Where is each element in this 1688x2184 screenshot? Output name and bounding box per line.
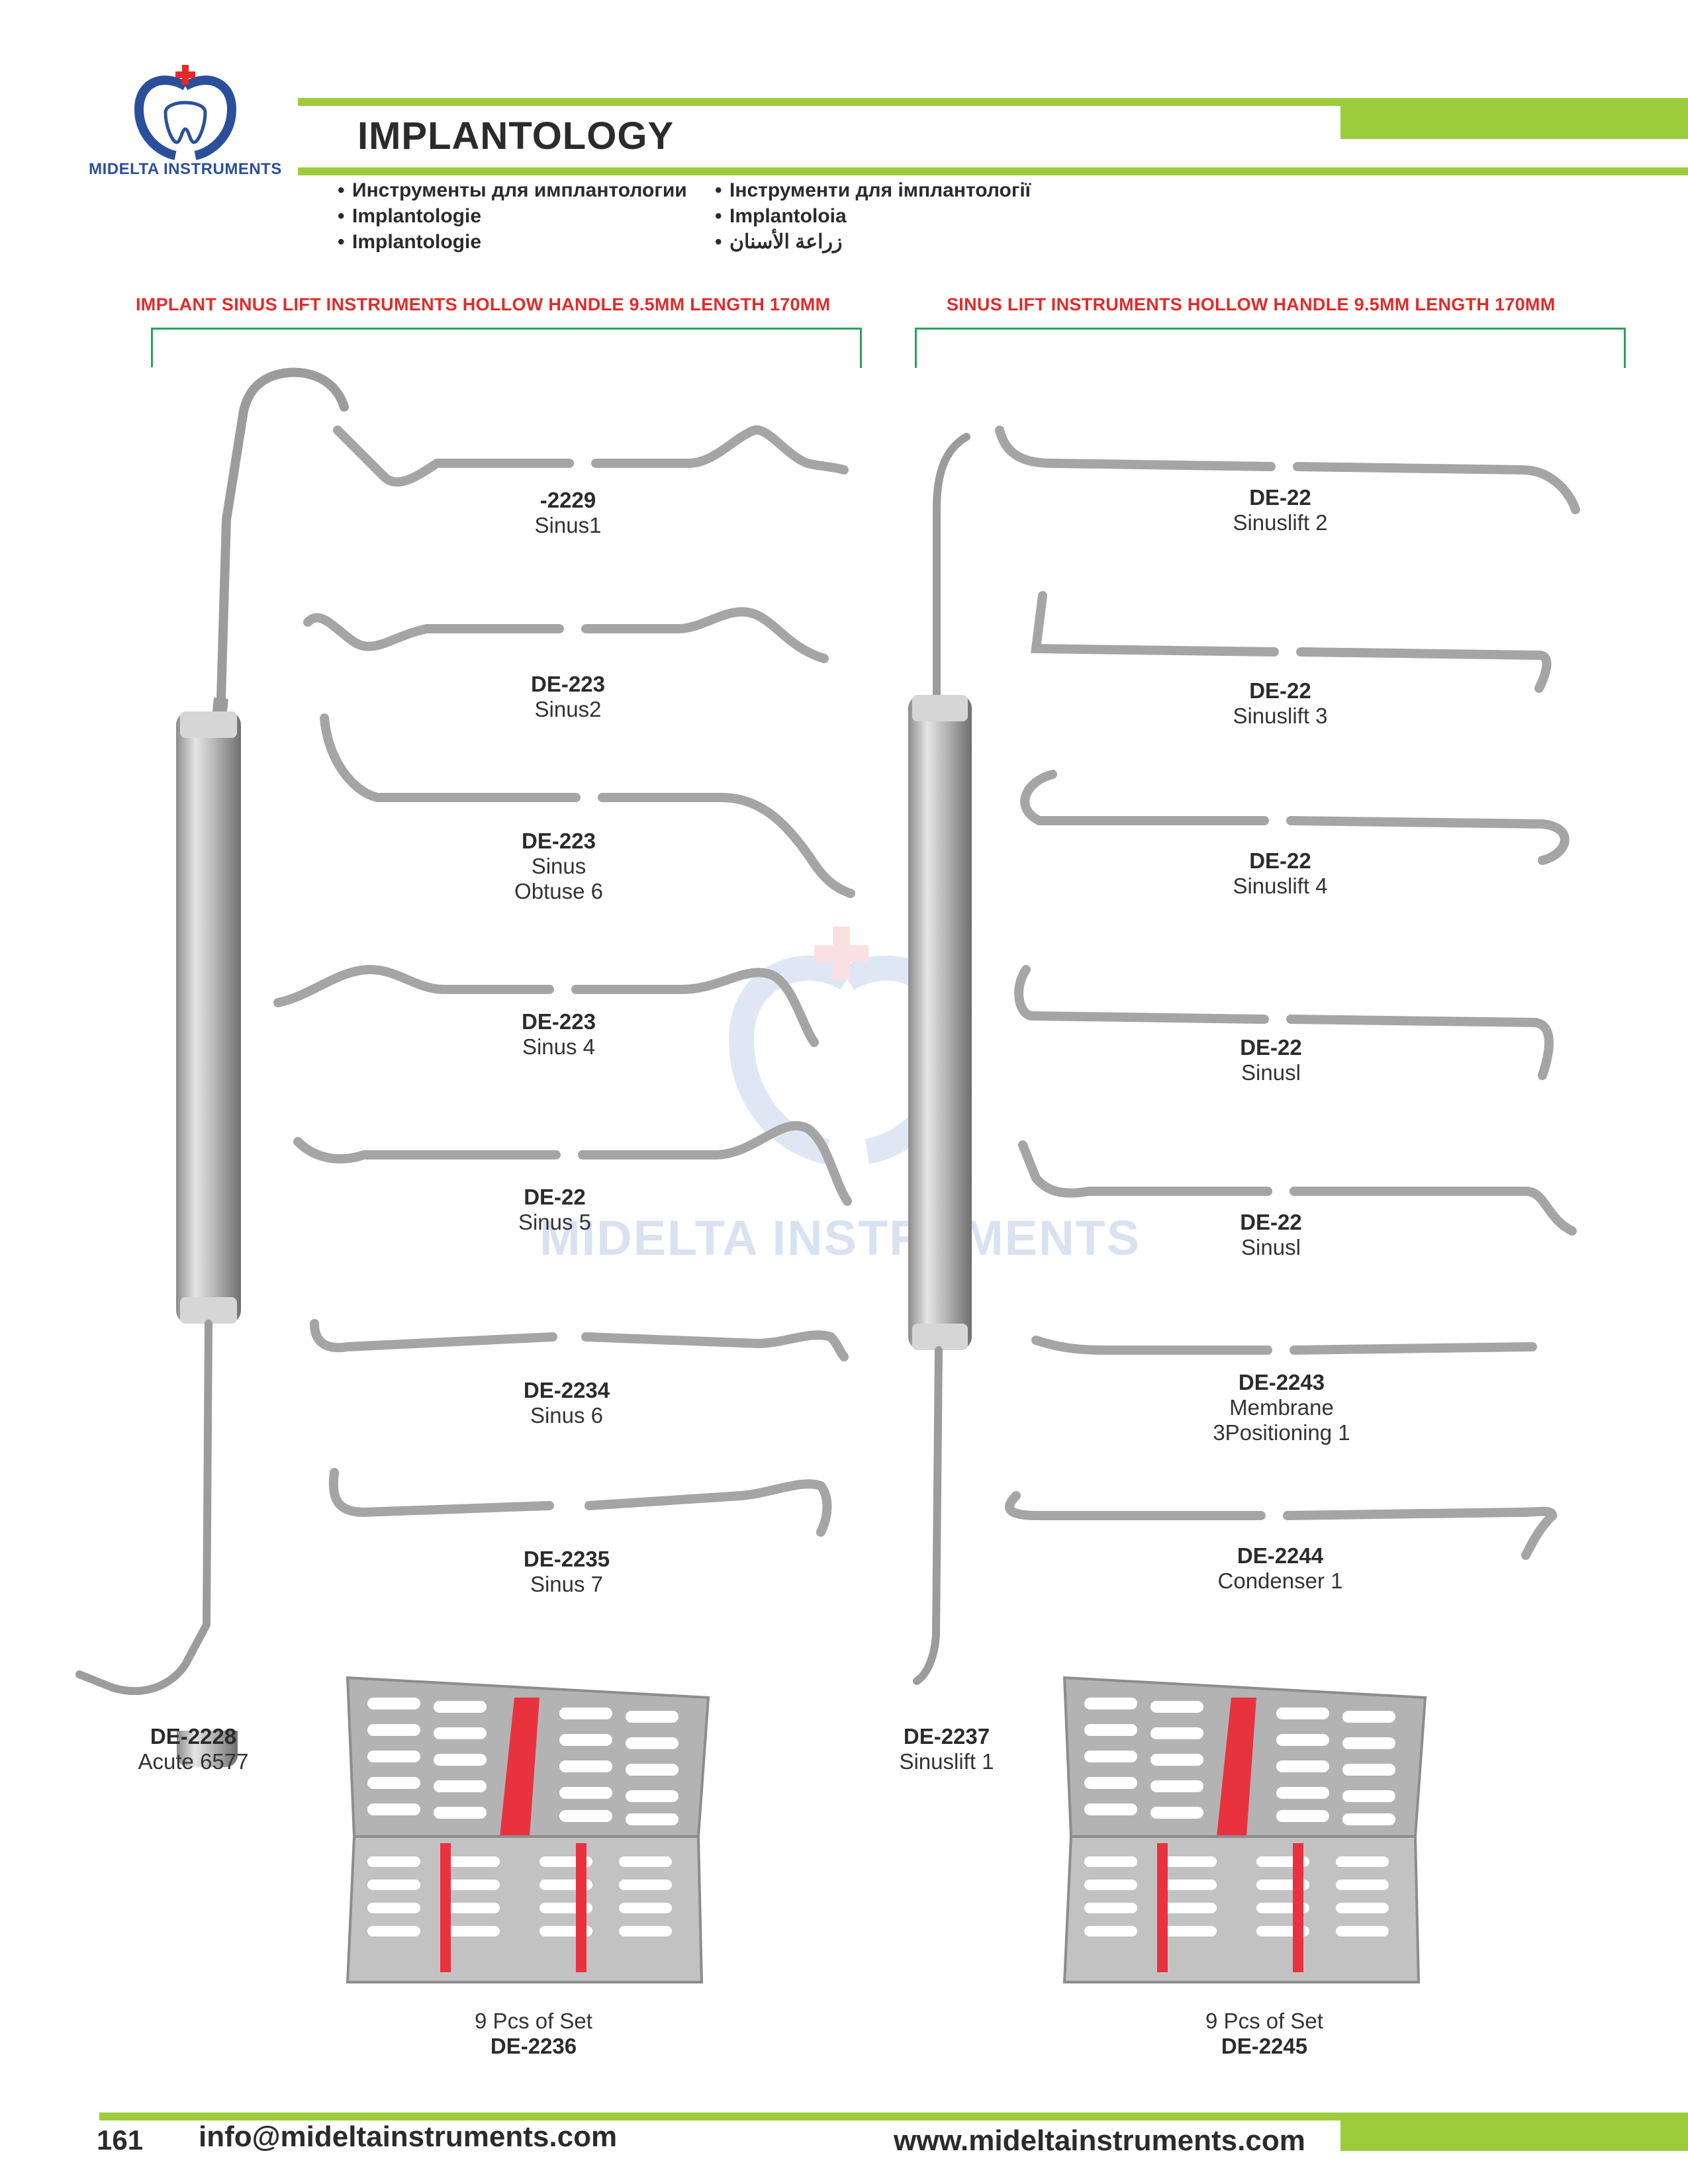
language-item: Implantologie: [338, 229, 687, 255]
set-label-right: 9 Pcs of Set DE-2245: [1165, 2009, 1364, 2059]
product-name: Sinuslift 3: [1233, 704, 1328, 728]
product-code: DE-22: [1249, 848, 1311, 873]
footer-website[interactable]: www.mideltainstruments.com: [894, 2124, 1305, 2157]
product-name: Sinus1: [534, 513, 602, 537]
product-name: Sinus2: [534, 697, 602, 721]
language-item: Implantoloia: [715, 203, 1031, 229]
product-name: Sinuslift 4: [1233, 874, 1328, 898]
product-code: DE-22: [1249, 678, 1311, 703]
product-name: Acute 6577: [138, 1749, 249, 1774]
footer-email[interactable]: info@mideltainstruments.com: [199, 2120, 618, 2153]
product-name: Sinus: [531, 854, 586, 878]
left-instrument-row-2: [303, 607, 829, 663]
product-label-large-right: DE-2237 Sinuslift 1: [847, 1724, 1046, 1774]
language-item: Інструменти для імплантології: [715, 177, 1031, 203]
large-instrument-left-drawing: [60, 367, 364, 1731]
product-label-right-2: DE-22 Sinuslift 3: [1181, 678, 1380, 729]
section-title-left: IMPLANT SINUS LIFT INSTRUMENTS HOLLOW HA…: [136, 295, 831, 314]
section-bracket-right: [915, 328, 1626, 368]
product-code: DE-22: [1240, 1035, 1302, 1060]
product-name: Sinus 4: [522, 1034, 596, 1059]
product-name: Sinuslift 1: [899, 1749, 994, 1774]
header-bottom-bar: [298, 167, 1688, 175]
product-code: DE-22: [1249, 485, 1311, 510]
product-name: Sinusl: [1241, 1060, 1301, 1085]
product-code: DE-22: [524, 1185, 586, 1209]
footer-accent-block: [1340, 2113, 1688, 2151]
left-instrument-row-1: [333, 425, 849, 487]
language-item: زراعة الأسنان: [715, 229, 1031, 255]
product-name: Sinusl: [1241, 1235, 1301, 1259]
page-title: IMPLANTOLOGY: [357, 114, 675, 158]
product-label-right-3: DE-22 Sinuslift 4: [1181, 848, 1380, 899]
product-label-right-7: DE-2244 Condenser 1: [1181, 1543, 1380, 1594]
product-label-right-1: DE-22 Sinuslift 2: [1181, 485, 1380, 535]
product-label-left-5: DE-22 Sinus 5: [455, 1185, 654, 1235]
large-instrument-right-drawing: [908, 433, 972, 1685]
language-list-left: Инструменты для имплантологии Implantolo…: [338, 177, 687, 255]
set-code: DE-2245: [1221, 2034, 1308, 2058]
product-name: Sinus 6: [530, 1403, 604, 1428]
left-instrument-row-4: [273, 964, 819, 1047]
right-instrument-row-2: [1031, 591, 1552, 693]
product-code: DE-2234: [523, 1378, 610, 1402]
product-name-line2: 3Positioning 1: [1213, 1420, 1350, 1445]
left-instrument-row-3: [320, 713, 855, 898]
product-label-right-6: DE-2243 Membrane 3Positioning 1: [1182, 1370, 1381, 1445]
cassette-image-left: [346, 1676, 710, 1983]
product-label-left-4: DE-223 Sinus 4: [459, 1009, 658, 1060]
footer-bar: [99, 2113, 1688, 2120]
brand-logo: MIDELTA INSTRUMENTS: [76, 60, 295, 179]
page-number: 161: [97, 2124, 144, 2156]
product-code: -2229: [539, 488, 596, 512]
left-instrument-row-6: [310, 1319, 849, 1361]
left-instrument-row-7: [328, 1468, 832, 1537]
product-code: DE-2235: [523, 1547, 610, 1571]
right-instrument-row-6: [1031, 1336, 1537, 1355]
product-code: DE-223: [522, 1009, 596, 1034]
product-code: DE-2244: [1237, 1543, 1324, 1568]
set-label-left: 9 Pcs of Set DE-2236: [434, 2009, 633, 2059]
product-label-right-5: DE-22 Sinusl: [1172, 1210, 1370, 1260]
product-code: DE-2228: [150, 1724, 237, 1749]
product-name: Sinus 7: [530, 1572, 604, 1596]
header-accent-block: [1340, 98, 1688, 139]
right-instrument-row-1: [995, 426, 1580, 514]
product-label-right-4: DE-22 Sinusl: [1172, 1035, 1370, 1085]
right-instrument-row-3: [1020, 770, 1570, 865]
brand-name: MIDELTA INSTRUMENTS: [89, 160, 282, 178]
product-label-left-3: DE-223 Sinus Obtuse 6: [459, 829, 658, 904]
section-bracket-left: [151, 328, 862, 368]
product-name: Condenser 1: [1217, 1569, 1343, 1593]
language-item: Инструменты для имплантологии: [338, 177, 687, 203]
product-label-left-1: -2229 Sinus1: [469, 488, 667, 538]
product-code: DE-2237: [903, 1724, 990, 1749]
right-instrument-row-4: [1014, 965, 1554, 1080]
left-instrument-row-5: [293, 1120, 852, 1206]
tooth-swans-logo-icon: [134, 65, 237, 160]
product-name: Membrane: [1229, 1395, 1334, 1420]
product-label-left-7: DE-2235 Sinus 7: [467, 1547, 666, 1597]
product-name-line2: Obtuse 6: [514, 879, 603, 903]
language-list-right: Інструменти для імплантології Implantolo…: [715, 177, 1031, 255]
product-name: Sinus 5: [518, 1210, 592, 1234]
section-title-right: SINUS LIFT INSTRUMENTS HOLLOW HANDLE 9.5…: [947, 295, 1556, 314]
language-item: Implantologie: [338, 203, 687, 229]
product-code: DE-223: [522, 829, 596, 853]
product-label-large-left: DE-2228 Acute 6577: [94, 1724, 293, 1774]
set-text: 9 Pcs of Set: [475, 2009, 592, 2033]
product-code: DE-2243: [1238, 1370, 1325, 1394]
product-code: DE-223: [531, 672, 605, 696]
set-text: 9 Pcs of Set: [1205, 2009, 1323, 2033]
watermark-text: MIDELTA INSTRUMENTS: [539, 1210, 1141, 1265]
product-label-left-2: DE-223 Sinus2: [469, 672, 667, 722]
product-name: Sinuslift 2: [1233, 510, 1328, 535]
cassette-image-right: [1062, 1676, 1427, 1983]
product-label-left-6: DE-2234 Sinus 6: [467, 1378, 666, 1428]
set-code: DE-2236: [490, 2034, 577, 2058]
product-code: DE-22: [1240, 1210, 1302, 1234]
right-instrument-row-5: [1018, 1140, 1577, 1236]
right-instrument-row-7: [1005, 1491, 1558, 1560]
